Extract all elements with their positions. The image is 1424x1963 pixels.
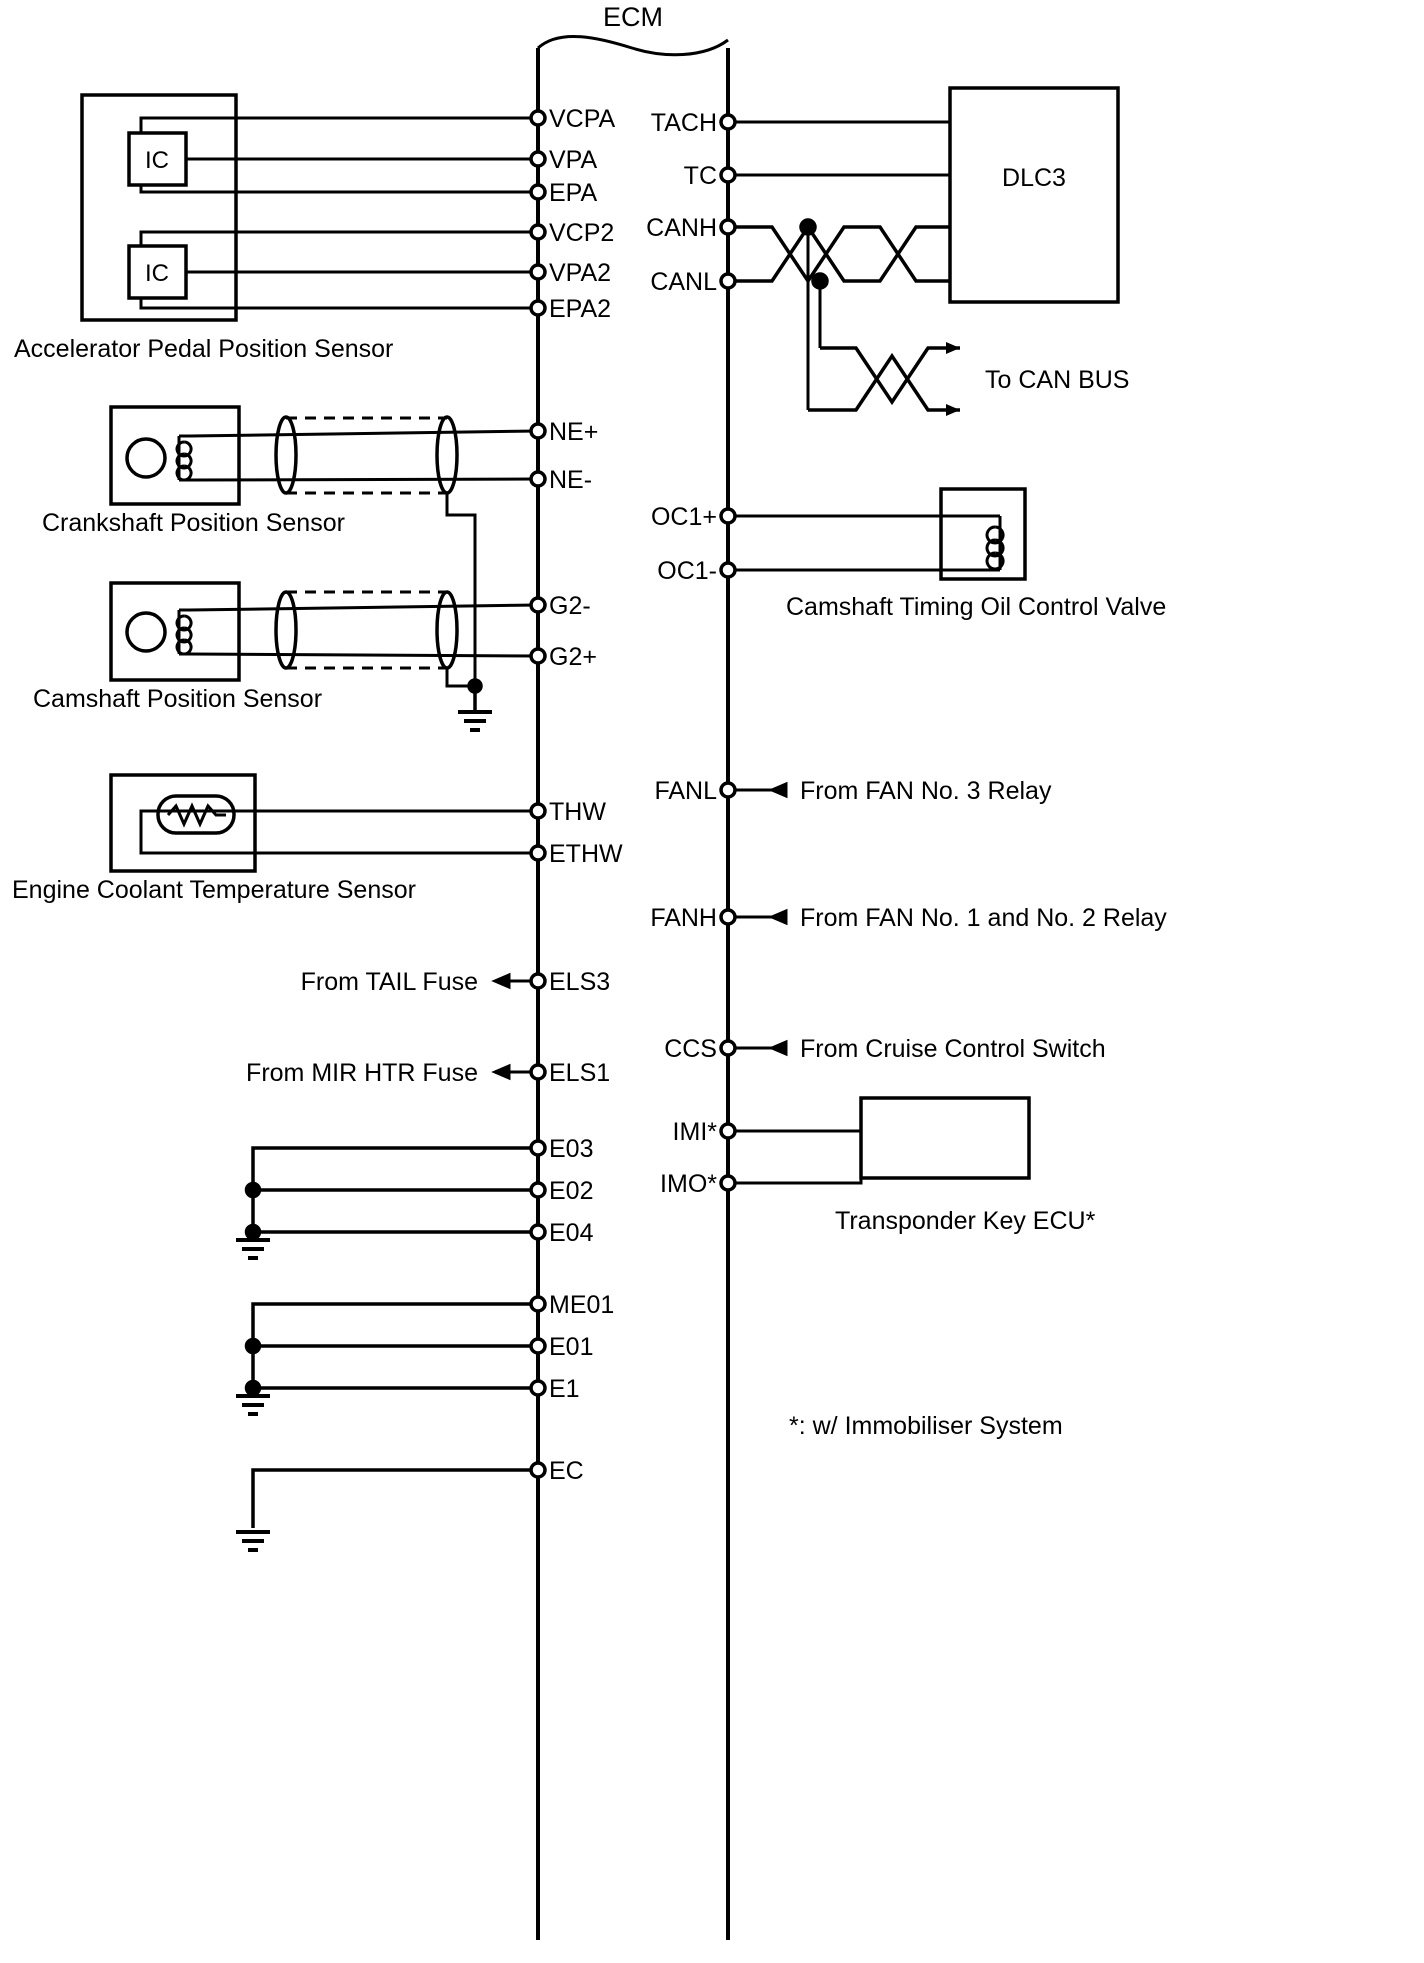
pin-label-g2-minus: G2- bbox=[549, 592, 591, 620]
pin-label-canh: CANH bbox=[646, 214, 717, 242]
dlc3-caption: DLC3 bbox=[1002, 164, 1066, 192]
pin-label-g2-plus: G2+ bbox=[549, 643, 597, 671]
pin-label-fanl: FANL bbox=[654, 777, 717, 805]
pin-label-vcpa: VCPA bbox=[549, 105, 616, 133]
ic-label-2: IC bbox=[145, 260, 169, 287]
pin-label-epa: EPA bbox=[549, 179, 597, 207]
pin-label-vpa: VPA bbox=[549, 146, 597, 174]
pin-label-fanh: FANH bbox=[650, 904, 717, 932]
pin-label-ccs: CCS bbox=[664, 1035, 717, 1063]
accelerator-pedal-position-sensor bbox=[80, 93, 538, 322]
fan-no1-no2-relay-feed bbox=[728, 908, 788, 926]
transponder-key-ecu bbox=[728, 1096, 1031, 1185]
pin-label-e02: E02 bbox=[549, 1177, 593, 1205]
pin-label-els1: ELS1 bbox=[549, 1059, 610, 1087]
fan-no3-relay-feed bbox=[728, 781, 788, 799]
pin-label-tc: TC bbox=[684, 162, 717, 190]
pin-label-e03: E03 bbox=[549, 1135, 593, 1163]
footnote-immobiliser: *: w/ Immobiliser System bbox=[789, 1412, 1063, 1440]
pin-label-tach: TACH bbox=[651, 109, 717, 137]
pin-label-imo: IMO* bbox=[660, 1170, 717, 1198]
engine-coolant-temperature-sensor-caption: Engine Coolant Temperature Sensor bbox=[12, 876, 416, 904]
crankshaft-position-sensor-caption: Crankshaft Position Sensor bbox=[42, 509, 345, 537]
pin-label-imi: IMI* bbox=[673, 1118, 718, 1146]
cruise-control-switch-feed bbox=[728, 1039, 788, 1057]
pin-label-els3: ELS3 bbox=[549, 968, 610, 996]
ecm-boundary bbox=[536, 35, 730, 1940]
fan-no3-relay-label: From FAN No. 3 Relay bbox=[800, 777, 1052, 805]
ground-ec bbox=[236, 1468, 538, 1552]
cruise-control-switch-label: From Cruise Control Switch bbox=[800, 1035, 1106, 1063]
ground-bus-me01-e01-e1 bbox=[236, 1302, 538, 1416]
pin-label-me01: ME01 bbox=[549, 1291, 614, 1319]
to-can-bus-branch bbox=[808, 342, 960, 416]
ecm-right-terminals: TACH TC CANH CANL OC1+ OC1- FANL FANH CC… bbox=[646, 109, 737, 1198]
mir-htr-fuse-label: From MIR HTR Fuse bbox=[246, 1059, 478, 1087]
transponder-key-ecu-caption: Transponder Key ECU* bbox=[835, 1207, 1096, 1235]
camshaft-timing-oil-control-valve-caption: Camshaft Timing Oil Control Valve bbox=[786, 593, 1166, 621]
pin-label-thw: THW bbox=[549, 798, 606, 826]
pin-label-canl: CANL bbox=[650, 268, 717, 296]
pin-label-ec: EC bbox=[549, 1457, 584, 1485]
camshaft-position-sensor-caption: Camshaft Position Sensor bbox=[33, 685, 322, 713]
tail-fuse-label: From TAIL Fuse bbox=[301, 968, 478, 996]
shield-ground-symbol bbox=[458, 678, 492, 732]
accelerator-pedal-position-sensor-caption: Accelerator Pedal Position Sensor bbox=[14, 335, 393, 363]
can-twisted-pair bbox=[728, 218, 950, 410]
pin-label-ne-minus: NE- bbox=[549, 466, 592, 494]
pin-label-e04: E04 bbox=[549, 1219, 594, 1247]
ic-label-1: IC bbox=[145, 147, 169, 174]
fan-no1-no2-relay-label: From FAN No. 1 and No. 2 Relay bbox=[800, 904, 1167, 932]
to-can-bus-label: To CAN BUS bbox=[985, 366, 1129, 394]
ground-bus-e03-e02-e04 bbox=[236, 1146, 538, 1260]
engine-coolant-temperature-sensor bbox=[109, 773, 538, 873]
ecm-title: ECM bbox=[603, 2, 663, 32]
pin-label-vcp2: VCP2 bbox=[549, 219, 614, 247]
pin-label-epa2: EPA2 bbox=[549, 295, 611, 323]
pin-label-e01: E01 bbox=[549, 1333, 593, 1361]
crankshaft-position-sensor bbox=[109, 405, 539, 686]
camshaft-position-sensor bbox=[109, 581, 539, 688]
pin-label-vpa2: VPA2 bbox=[549, 259, 611, 287]
ecm-left-terminals: VCPA VPA EPA VCP2 VPA2 EPA2 NE+ NE- G2- … bbox=[529, 105, 623, 1485]
dlc3 bbox=[728, 86, 1120, 304]
pin-label-ethw: ETHW bbox=[549, 840, 623, 868]
pin-label-ne-plus: NE+ bbox=[549, 418, 598, 446]
pin-label-e1: E1 bbox=[549, 1375, 580, 1403]
camshaft-timing-oil-control-valve bbox=[728, 487, 1027, 581]
pin-label-oc1-minus: OC1- bbox=[657, 557, 717, 585]
pin-label-oc1-plus: OC1+ bbox=[651, 503, 717, 531]
